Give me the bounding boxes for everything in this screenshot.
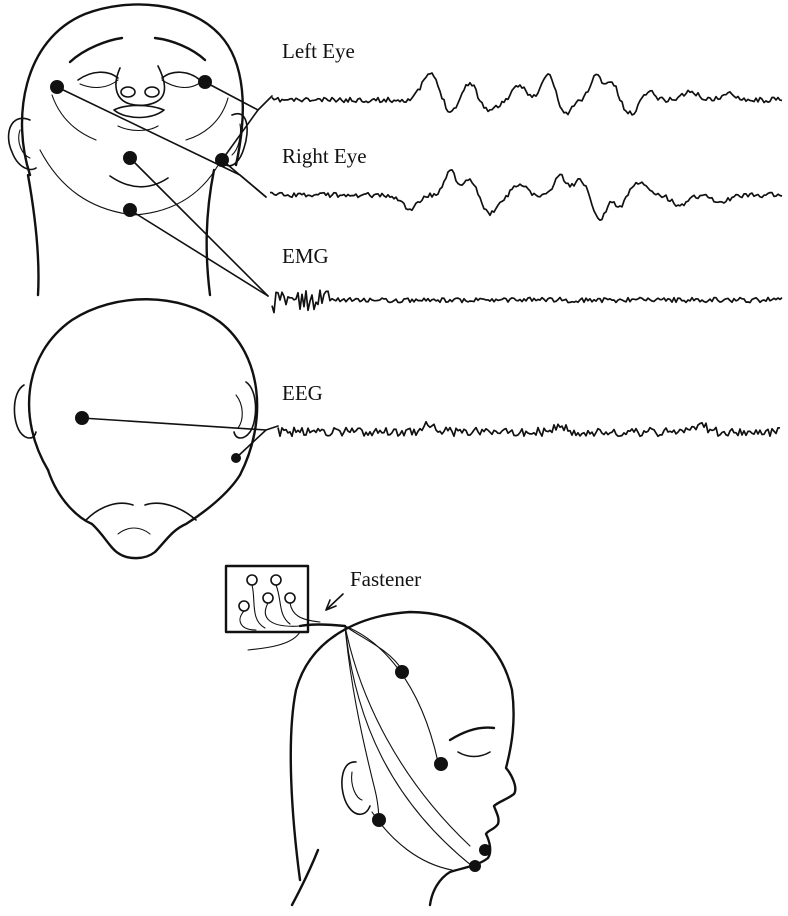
label-eeg: EEG	[282, 381, 323, 405]
emg-trace	[272, 290, 782, 312]
electrode-dot	[479, 844, 491, 856]
label-fastener: Fastener	[350, 567, 421, 591]
label-left-eye: Left Eye	[282, 39, 355, 63]
side-profile-drawing	[291, 612, 516, 905]
top-of-head-drawing	[14, 299, 257, 558]
front-face-drawing	[9, 4, 248, 295]
electrode-dot	[372, 813, 386, 827]
electrode-dot	[434, 757, 448, 771]
label-emg: EMG	[282, 244, 329, 268]
right-eye-trace	[270, 170, 782, 220]
left-eye-trace	[272, 73, 782, 115]
leader-lines	[57, 82, 278, 458]
label-right-eye: Right Eye	[282, 144, 367, 168]
electrode-dot	[469, 860, 481, 872]
electrode-dot	[395, 665, 409, 679]
fastener-box	[226, 566, 472, 866]
eeg-trace	[278, 422, 780, 437]
